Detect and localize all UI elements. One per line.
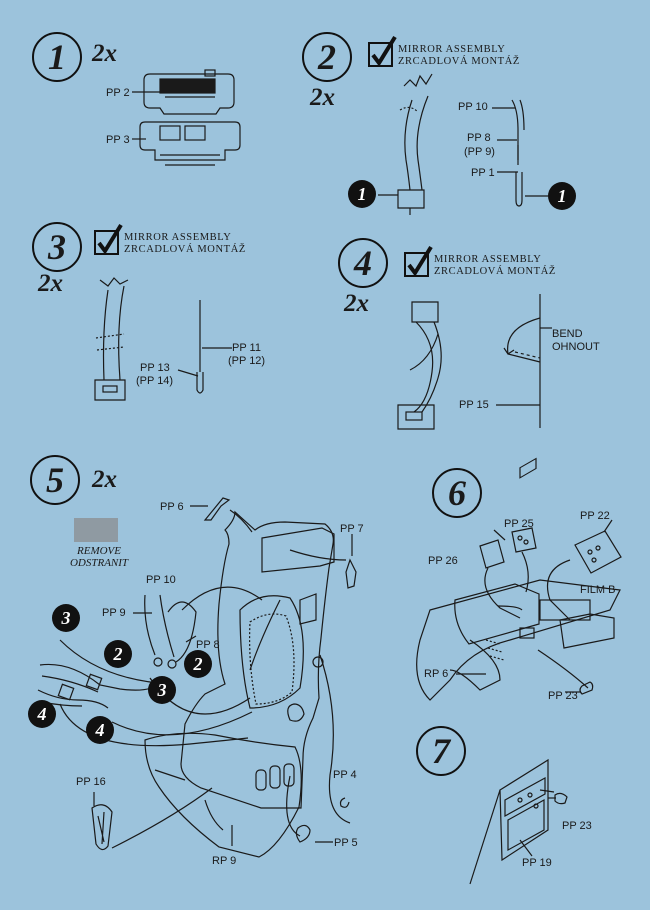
step4-strap (397, 301, 442, 430)
step5-leader-lines (111, 599, 351, 849)
step-1-number: 1 (32, 32, 82, 82)
step-3-multiplier: 2x (38, 270, 63, 297)
step-1-multiplier: 2x (92, 40, 117, 67)
step5-harness-strap (133, 586, 263, 669)
mirror-checkbox-icon (94, 223, 123, 255)
step-7-number: 7 (416, 726, 466, 776)
step-2-number: 2 (302, 32, 352, 82)
part-label-pp8: PP 8 (467, 132, 491, 144)
part-label-pp22: PP 22 (580, 510, 610, 522)
part-label-pp8: PP 8 (196, 639, 220, 651)
part-label-pp5: PP 5 (334, 837, 358, 849)
mirror-checkbox-icon (368, 35, 397, 67)
bend-label-czech: OHNOUT (552, 341, 600, 353)
step2-bar-parts (492, 99, 548, 207)
bend-label: BEND (552, 328, 583, 340)
step-5-ref-badge: 3 (148, 676, 176, 704)
part-label-pp11: PP 11 (232, 342, 261, 354)
part-label-pp3: PP 3 (106, 134, 130, 146)
part-label-pp15: PP 15 (459, 399, 489, 411)
part-label-pp16: PP 16 (76, 776, 106, 788)
step-4-number: 4 (338, 238, 388, 288)
part-label-pp14: (PP 14) (136, 375, 174, 387)
step4-bent-bar (496, 294, 552, 428)
part-label-pp25: PP 25 (504, 518, 534, 530)
film-b-label: FILM B (580, 584, 616, 596)
step6-pp23-part (537, 649, 594, 695)
step-5-multiplier: 2x (92, 466, 117, 493)
step-5-ref-badge: 2 (184, 650, 212, 678)
step-2-ref-badge: 1 (348, 180, 376, 208)
step5-lap-belts (37, 639, 253, 747)
step6-panels (479, 519, 622, 621)
part-label-pp4: PP 4 (333, 769, 357, 781)
mirror-checkbox-icon (404, 245, 433, 277)
step5-pp16-part (91, 792, 113, 851)
step-5-ref-badge: 4 (28, 700, 56, 728)
part-label-pp23: PP 23 (548, 690, 578, 702)
part-label-pp23: PP 23 (562, 820, 592, 832)
step-2-ref-badge: 1 (548, 182, 576, 210)
step-5-ref-badge: 2 (104, 640, 132, 668)
part-label-rp6: RP 6 (424, 668, 449, 680)
step3-strap (94, 277, 129, 401)
step-3-number: 3 (32, 222, 82, 272)
part-label-pp13: PP 13 (140, 362, 170, 374)
step-5-ref-badge: 3 (52, 604, 80, 632)
part-label-pp2: PP 2 (106, 87, 130, 99)
ejection-seat (144, 510, 335, 858)
part-label-pp10: PP 10 (458, 101, 488, 113)
part-label-pp7: PP 7 (340, 523, 364, 535)
remove-swatch (74, 518, 118, 542)
step6-cockpit (416, 579, 621, 701)
part-label-pp9: (PP 9) (464, 146, 495, 158)
step-4-multiplier: 2x (344, 290, 369, 317)
pp2-buckle-part (143, 69, 235, 115)
part-label-pp12: (PP 12) (228, 355, 266, 367)
part-label-pp19: PP 19 (522, 857, 552, 869)
step5-pp6-part (190, 497, 253, 533)
part-label-rp9: RP 9 (212, 855, 237, 867)
step7-panel (469, 457, 568, 885)
step2-strap (397, 73, 433, 215)
part-label-pp10: PP 10 (146, 574, 176, 586)
pp3-buckle-part (139, 121, 241, 166)
step-2-multiplier: 2x (310, 84, 335, 111)
step-6-number: 6 (432, 468, 482, 518)
part-label-pp1: PP 1 (471, 167, 495, 179)
step-5-ref-badge: 4 (86, 716, 114, 744)
step5-pp7-part (289, 534, 357, 589)
part-label-pp26: PP 26 (428, 555, 458, 567)
part-label-pp9: PP 9 (102, 607, 126, 619)
part-label-pp6: PP 6 (160, 501, 184, 513)
step-5-number: 5 (30, 455, 80, 505)
step3-bar (177, 300, 232, 394)
